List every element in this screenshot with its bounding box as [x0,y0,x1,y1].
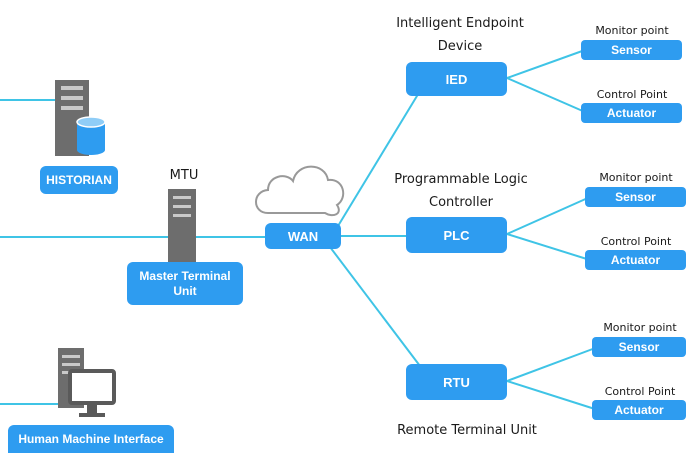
ied-node: IED [406,62,507,96]
rtu-sensor-node: Sensor [592,337,686,357]
hmi-node: Human Machine Interface [8,425,174,453]
wan-rtu-link-line [329,246,421,367]
wan-label: WAN [287,228,319,244]
ied-caption-line2: Device [437,39,483,54]
rtu-sensor-link-line [506,346,599,382]
rtu-actuator-label: Actuator [614,403,664,417]
historian-label: HISTORIAN [46,173,112,187]
historian-node: HISTORIAN [40,166,118,194]
wan-node: WAN [265,223,341,249]
ied-actuator-node: Actuator [581,103,682,123]
plc-control-caption: Control Point [600,235,672,248]
ied-monitor-caption: Monitor point [595,24,669,37]
rtu-caption: Remote Terminal Unit [397,423,537,438]
plc-sensor-link-line [506,196,591,235]
plc-caption: Programmable Logic Controller [376,168,546,214]
ied-sensor-node: Sensor [581,40,682,60]
rtu-actuator-link-line [506,380,599,411]
ied-actuator-link-line [506,77,586,113]
rtu-actuator-node: Actuator [592,400,686,420]
server-monitor-icon [58,348,116,417]
plc-actuator-link-line [506,233,591,261]
rtu-sensor-label: Sensor [618,340,660,354]
cloud-icon [255,165,345,217]
mtu-node: Master Terminal Unit [127,262,243,305]
ied-actuator-label: Actuator [606,106,657,120]
plc-label: PLC [443,227,470,243]
server-database-icon [55,80,106,156]
plc-actuator-node: Actuator [585,250,686,270]
rtu-node: RTU [406,364,507,400]
server-icon [168,189,196,262]
mtu-label-line1: Master Terminal [139,268,231,283]
rtu-control-caption: Control Point [604,385,676,398]
mtu-label-line2: Unit [173,283,197,298]
wan-ied-link-line [337,90,421,227]
plc-sensor-label: Sensor [615,190,656,204]
ied-label: IED [445,71,468,87]
ied-sensor-label: Sensor [611,43,652,57]
ied-sensor-link-line [506,49,586,79]
plc-sensor-node: Sensor [585,187,686,207]
plc-caption-line1: Programmable Logic [394,172,528,187]
plc-caption-line2: Controller [429,195,493,210]
ied-control-caption: Control Point [596,88,668,101]
rtu-monitor-caption: Monitor point [603,321,677,334]
plc-actuator-label: Actuator [610,253,661,267]
mtu-caption: MTU [169,168,199,183]
ied-caption: Intelligent Endpoint Device [380,12,540,58]
hmi-label: Human Machine Interface [18,432,164,446]
plc-node: PLC [406,217,507,253]
ied-caption-line1: Intelligent Endpoint [396,16,524,31]
rtu-label: RTU [443,374,470,390]
plc-monitor-caption: Monitor point [599,171,673,184]
